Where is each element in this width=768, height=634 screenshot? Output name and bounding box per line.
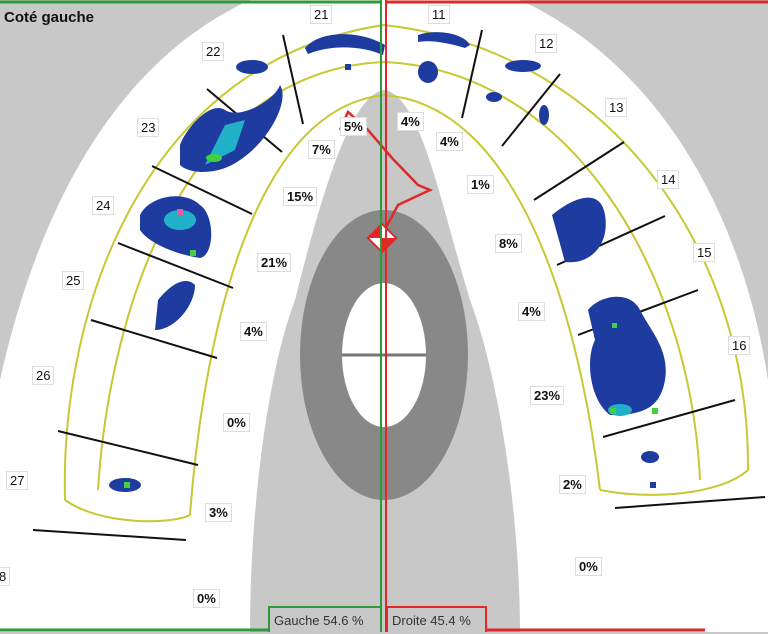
side-title: Coté gauche <box>4 9 95 26</box>
tooth-number: 11 <box>428 5 450 24</box>
tooth-percent: 5% <box>340 117 367 136</box>
tooth-percent: 8% <box>495 234 522 253</box>
tooth-number: 21 <box>310 5 333 24</box>
tooth-number: 26 <box>32 366 55 385</box>
tooth-percent: 15% <box>283 187 318 206</box>
tooth-percent: 0% <box>575 557 602 576</box>
tooth-number: 12 <box>535 34 558 53</box>
tooth-number: 27 <box>6 471 29 490</box>
tooth-dividers <box>32 29 766 541</box>
tooth-percent: 7% <box>308 140 335 159</box>
tooth-number: 15 <box>693 243 716 262</box>
tooth-number: 23 <box>137 118 160 137</box>
tooth-percent: 4% <box>518 302 545 321</box>
tooth-number: 16 <box>728 336 751 355</box>
tooth-percent: 3% <box>205 503 232 522</box>
tooth-percent: 2% <box>559 475 586 494</box>
tooth-percent: 4% <box>240 322 267 341</box>
tooth-percent: 21% <box>257 253 292 272</box>
tooth-number: 14 <box>657 170 680 189</box>
tooth-percent: 23% <box>530 386 565 405</box>
left-force-total: Gauche 54.6 % <box>268 606 382 632</box>
tooth-percent: 1% <box>467 175 494 194</box>
tooth-number: 24 <box>92 196 115 215</box>
right-force-total: Droite 45.4 % <box>386 606 487 632</box>
tooth-number: 25 <box>62 271 85 290</box>
tooth-percent: 4% <box>397 112 424 131</box>
force-trajectory <box>338 109 434 236</box>
tooth-number: 8 <box>0 567 11 586</box>
tooth-number: 22 <box>202 42 225 61</box>
tooth-number: 13 <box>605 98 628 117</box>
tooth-percent: 0% <box>223 413 250 432</box>
contact-high-pressure <box>124 120 658 488</box>
tooth-percent: 4% <box>436 132 463 151</box>
tooth-percent: 0% <box>193 589 220 608</box>
